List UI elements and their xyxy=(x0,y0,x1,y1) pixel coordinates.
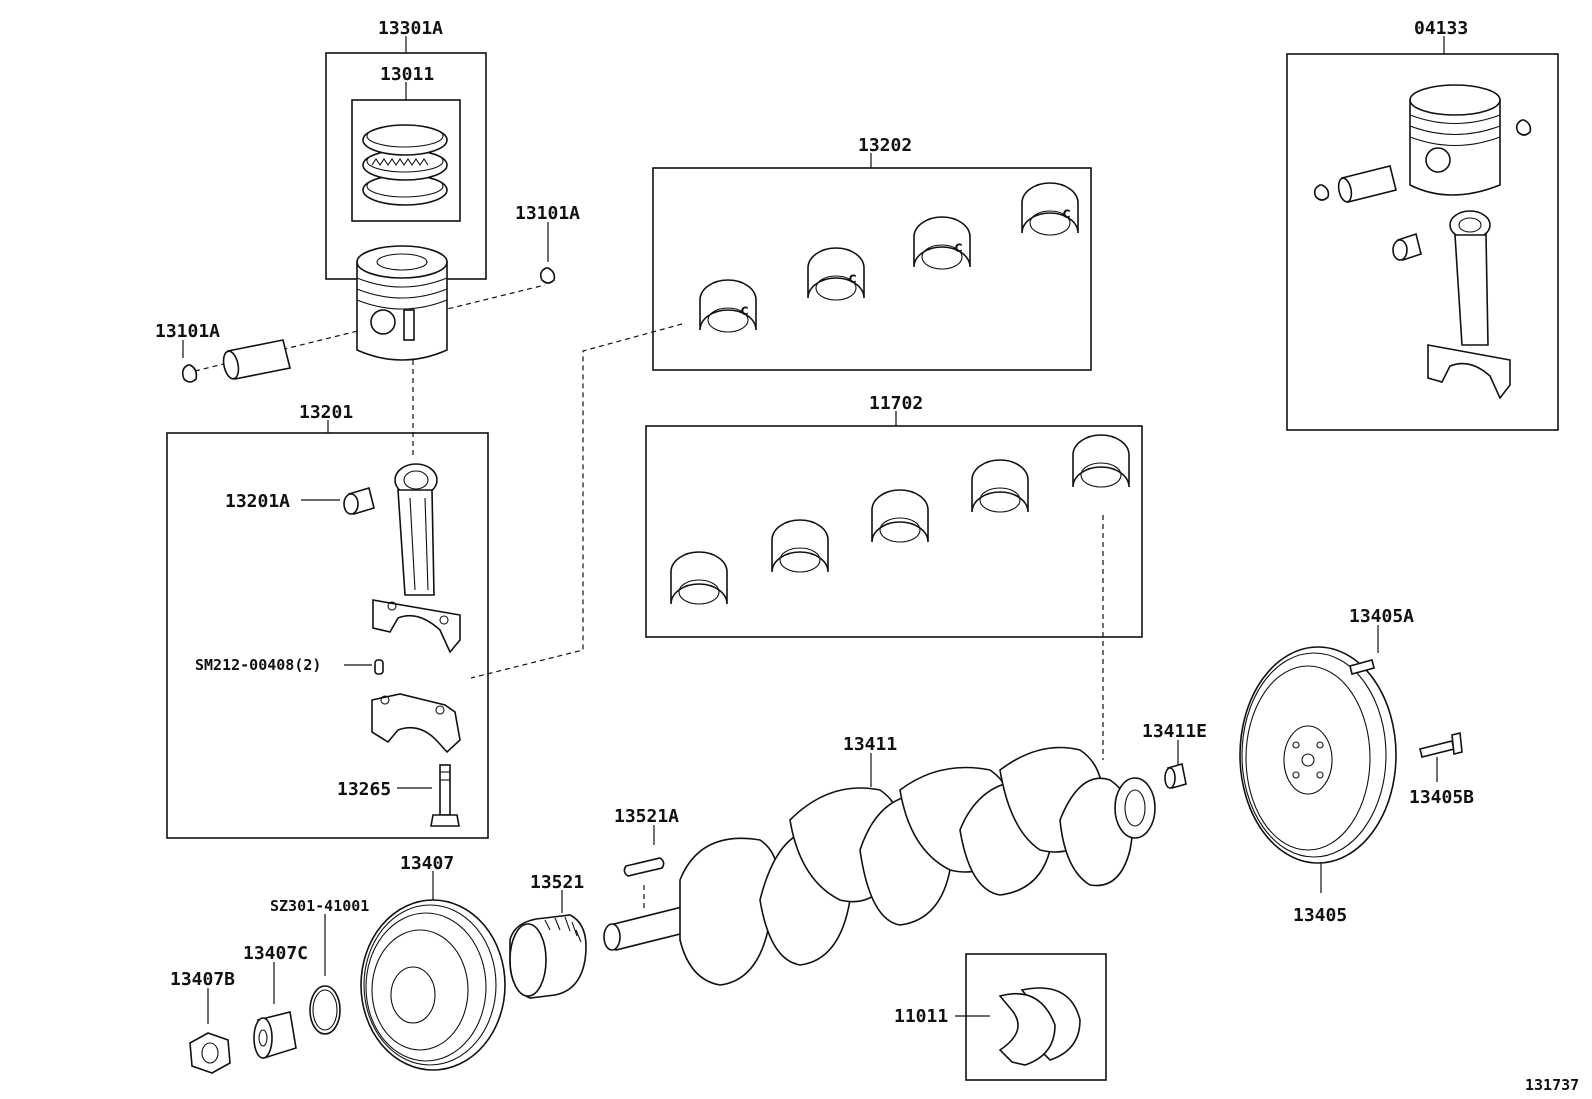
flywheel-dowel-icon xyxy=(1349,659,1375,675)
kit-rod-bushing-icon xyxy=(1392,232,1422,262)
o-ring-icon xyxy=(309,985,341,1035)
label-13407B[interactable]: 13407B xyxy=(170,969,235,990)
snap-ring-right-icon xyxy=(539,267,556,284)
thrust-washer-box xyxy=(965,953,1107,1081)
svg-text:c: c xyxy=(848,269,857,287)
main-bearing-1-icon xyxy=(670,551,728,605)
label-13405A[interactable]: 13405A xyxy=(1349,606,1414,627)
svg-text:c: c xyxy=(740,301,749,319)
main-bearing-set-box xyxy=(645,425,1143,638)
thrust-washer-icon xyxy=(998,987,1081,1066)
crank-pilot-bushing-icon xyxy=(1164,762,1187,790)
main-bearing-5-icon xyxy=(1072,434,1130,488)
rod-bearing-3-icon: c xyxy=(913,216,971,270)
label-13201[interactable]: 13201 xyxy=(299,402,353,423)
piston-rings-icon xyxy=(362,124,448,206)
rod-cap-icon xyxy=(371,693,461,754)
rod-bolt-icon xyxy=(430,764,460,827)
label-13011[interactable]: 13011 xyxy=(380,64,434,85)
label-13411E[interactable]: 13411E xyxy=(1142,721,1207,742)
label-SM212-00408[interactable]: SM212-00408(2) xyxy=(195,656,321,674)
pulley-nut-icon xyxy=(189,1032,231,1074)
connecting-rod-icon xyxy=(372,463,461,654)
label-13301A[interactable]: 13301A xyxy=(378,18,443,39)
figure-id: 131737 xyxy=(1525,1076,1579,1094)
kit-snap-ring-left-icon xyxy=(1313,184,1330,201)
main-bearing-3-icon xyxy=(871,489,929,543)
kit-piston-pin-icon xyxy=(1337,165,1397,203)
svg-text:c: c xyxy=(1062,204,1071,222)
main-bearing-2-icon xyxy=(771,519,829,573)
rod-bearing-1-icon: c xyxy=(699,279,757,333)
kit-snap-ring-right-icon xyxy=(1515,119,1532,136)
piston-pin-icon xyxy=(222,339,291,380)
label-13405B[interactable]: 13405B xyxy=(1409,787,1474,808)
rod-bearing-2-icon: c xyxy=(807,247,865,301)
label-13407[interactable]: 13407 xyxy=(400,853,454,874)
label-13521[interactable]: 13521 xyxy=(530,872,584,893)
piston-rod-kit-box xyxy=(1286,53,1559,431)
label-13265[interactable]: 13265 xyxy=(337,779,391,800)
crank-pulley-icon xyxy=(360,899,506,1071)
flywheel-icon xyxy=(1239,646,1397,864)
main-bearing-4-icon xyxy=(971,459,1029,513)
kit-connecting-rod-icon xyxy=(1427,210,1511,400)
piston-icon xyxy=(356,245,448,361)
crank-key-icon xyxy=(623,857,665,877)
pulley-washer-icon xyxy=(253,1011,297,1060)
label-13202[interactable]: 13202 xyxy=(858,135,912,156)
rod-bushing-icon xyxy=(343,486,375,516)
label-11011[interactable]: 11011 xyxy=(894,1006,948,1027)
label-SZ301-41001[interactable]: SZ301-41001 xyxy=(270,897,369,915)
svg-text:c: c xyxy=(954,238,963,256)
label-13201A[interactable]: 13201A xyxy=(225,491,290,512)
crank-gear-icon xyxy=(509,914,587,999)
label-13101A-right[interactable]: 13101A xyxy=(515,203,580,224)
rod-bearing-set-box xyxy=(652,167,1092,371)
label-13411[interactable]: 13411 xyxy=(843,734,897,755)
kit-piston-icon xyxy=(1409,84,1501,196)
label-13521A[interactable]: 13521A xyxy=(614,806,679,827)
flywheel-bolt-icon xyxy=(1419,732,1463,758)
label-13407C[interactable]: 13407C xyxy=(243,943,308,964)
rod-pin-icon xyxy=(374,659,384,675)
label-04133[interactable]: 04133 xyxy=(1414,18,1468,39)
label-13101A-left[interactable]: 13101A xyxy=(155,321,220,342)
rod-bearing-4-icon: c xyxy=(1021,182,1079,236)
crankshaft-icon xyxy=(603,746,1156,986)
label-11702[interactable]: 11702 xyxy=(869,393,923,414)
snap-ring-left-icon xyxy=(181,364,198,383)
label-13405[interactable]: 13405 xyxy=(1293,905,1347,926)
